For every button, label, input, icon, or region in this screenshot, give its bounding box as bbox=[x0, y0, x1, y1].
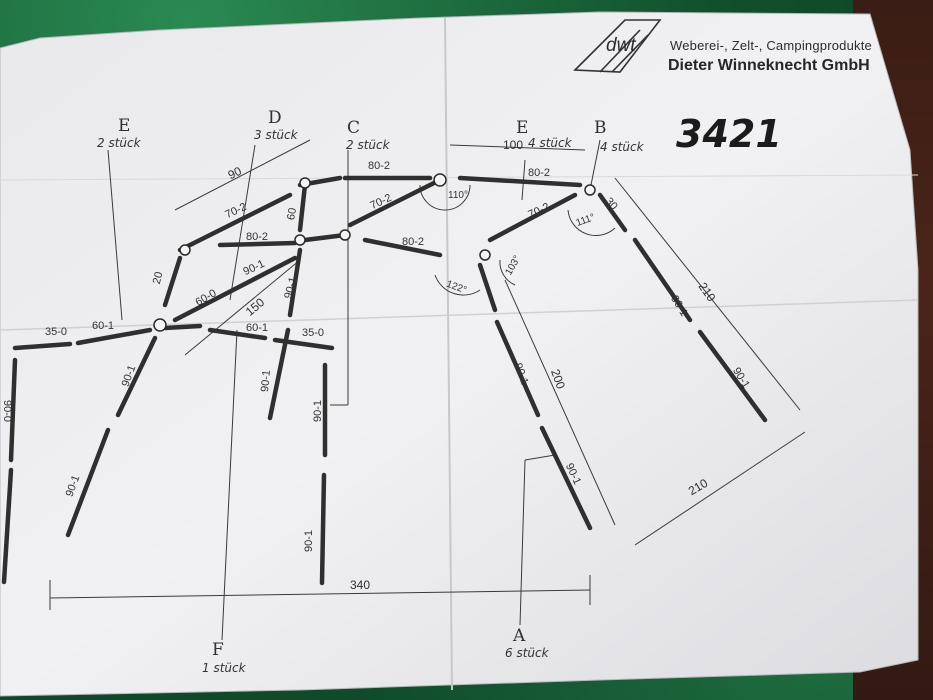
pole-joints bbox=[153, 173, 596, 332]
pole-label: 80-2 bbox=[402, 236, 425, 248]
logo-text: dwt bbox=[606, 35, 636, 56]
pole-label: 35-0 bbox=[45, 326, 68, 338]
angle-label: 110° bbox=[448, 190, 468, 201]
part-qty-d: 3 stück bbox=[254, 128, 298, 142]
pole-label: 90-0 bbox=[1, 399, 14, 423]
pole-label: 60 bbox=[285, 206, 300, 222]
pole-label: 80-2 bbox=[368, 160, 391, 172]
dwt-logo bbox=[573, 19, 662, 73]
tent-poles bbox=[1, 175, 768, 586]
company-tagline: Weberei-, Zelt-, Campingprodukte bbox=[670, 38, 872, 53]
dimension-lines bbox=[49, 139, 806, 641]
part-qty-e-left: 2 stück bbox=[97, 136, 141, 150]
company-name: Dieter Winneknecht GmbH bbox=[668, 57, 870, 74]
part-qty-b: 4 stück bbox=[600, 140, 644, 154]
part-qty-a: 6 stück bbox=[505, 646, 549, 660]
dimension-100: 100 bbox=[503, 138, 524, 152]
part-qty-e-right: 4 stück bbox=[528, 136, 572, 150]
part-letter-e-right: E bbox=[516, 118, 529, 138]
part-letter-f: F bbox=[212, 640, 224, 660]
pole-label: 60-1 bbox=[92, 320, 115, 332]
part-letter-d: D bbox=[268, 108, 282, 128]
pole-label: 90-1 bbox=[259, 369, 273, 393]
pole-label: 80-2 bbox=[528, 167, 551, 179]
part-qty-c: 2 stück bbox=[346, 138, 390, 152]
pole-label: 35-0 bbox=[302, 327, 325, 339]
pole-label: 90-1 bbox=[303, 529, 316, 553]
pole-label: 80-2 bbox=[246, 231, 269, 243]
part-letter-b: B bbox=[594, 118, 607, 138]
model-number: 3421 bbox=[676, 112, 782, 156]
dimension-340: 340 bbox=[350, 578, 371, 592]
pole-label: 90-1 bbox=[312, 399, 325, 423]
paper-sheet bbox=[0, 11, 919, 697]
part-letter-c: C bbox=[347, 118, 361, 138]
pole-label: 60-1 bbox=[246, 322, 269, 334]
part-qty-f: 1 stück bbox=[202, 661, 246, 675]
part-letter-e-left: E bbox=[118, 116, 131, 136]
part-letter-a: A bbox=[513, 626, 526, 646]
